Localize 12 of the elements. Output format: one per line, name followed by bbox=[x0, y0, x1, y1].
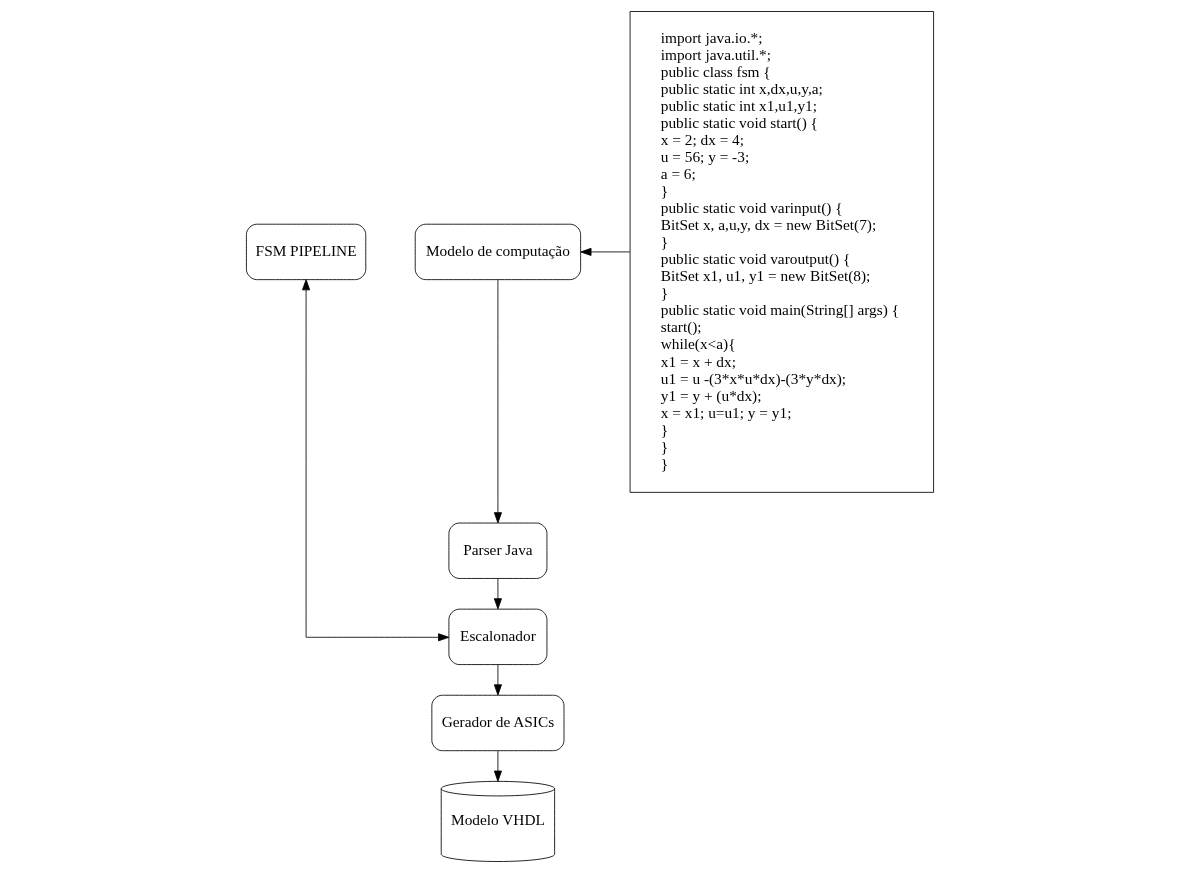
arrow bbox=[493, 279, 502, 524]
node-box: FSM PIPELINE bbox=[246, 223, 367, 281]
node-box: Gerador de ASICs bbox=[431, 694, 565, 752]
arrow bbox=[493, 750, 502, 782]
arrow bbox=[493, 578, 502, 610]
arrow bbox=[302, 279, 450, 642]
node-box: Modelo de computação bbox=[414, 223, 582, 281]
node-box: Parser Java bbox=[448, 522, 548, 579]
node-box: Escalonador bbox=[448, 608, 548, 665]
arrow bbox=[493, 664, 502, 696]
node-box: import java.io.*; import java.util.*; public class fsm { public static int x,dx,u,y,a; public static int x1,u1,y1; public static void start() { x = 2; dx = 4; u = 56; y = -3; a = 6; } public static void varinput() { BitSet x, a,u,y, dx = new BitSet(7); } public static void varoutput() { BitSet x1, u1, y1 = new BitSet(8); } public static void main(String[] args) { start(); while(x<a){ x1 = x + dx; u1 = u -(3*x*u*dx)-(3*y*dx); y1 = y + (u*dx); x = x1; u=u1; y = y1; } } } bbox=[629, 11, 934, 493]
arrow bbox=[580, 247, 631, 256]
